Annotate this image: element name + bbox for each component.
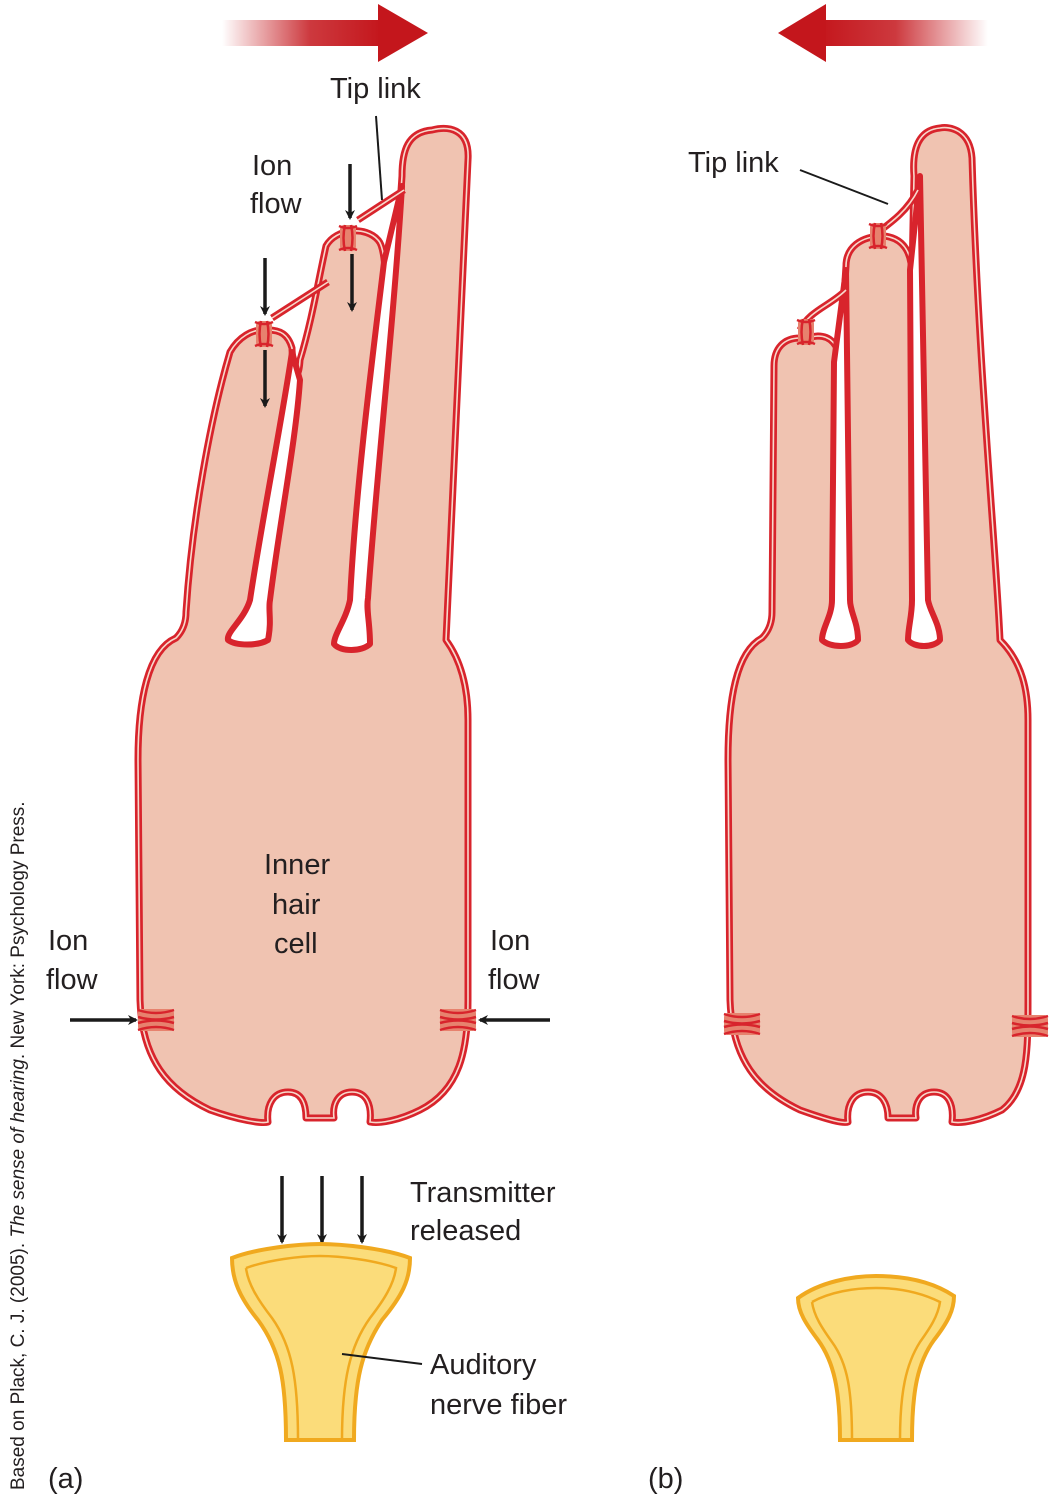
stereocilia-gap-a1	[224, 349, 303, 648]
source-credit: Based on Plack, C. J. (2005). The sense …	[8, 801, 29, 1490]
panel-a-label: (a)	[48, 1463, 83, 1495]
tip-channel-a1	[253, 319, 275, 349]
side-channel-b-right	[1010, 1013, 1050, 1039]
auditory-nerve-fiber-b	[795, 1273, 957, 1442]
side-channel-a-right	[438, 1007, 478, 1033]
ion-flow-left-label-line2: flow	[46, 964, 99, 996]
transmitter-arrows	[277, 1176, 367, 1244]
tip-channel-b1	[795, 317, 817, 347]
tip-channel-a2	[337, 223, 359, 253]
stimulus-arrow-right	[222, 4, 428, 62]
inner-hair-cell-label-line1: Inner	[264, 849, 330, 881]
hair-cell-a	[134, 124, 472, 1126]
hair-cell-b	[724, 124, 1032, 1126]
ion-flow-top-label-line1: Ion	[252, 150, 292, 182]
inner-hair-cell-label-line2: hair	[272, 889, 321, 921]
ion-flow-right-label-line2: flow	[488, 964, 541, 996]
auditory-nerve-fiber-a	[229, 1241, 413, 1442]
tip-link-label-b: Tip link	[688, 147, 779, 179]
transmitter-label-line2: released	[410, 1215, 521, 1247]
tip-links-a	[270, 187, 406, 321]
auditory-nerve-label-line1: Auditory	[430, 1349, 537, 1381]
nerve-leader-a	[341, 1353, 423, 1365]
tip-link-label-a: Tip link	[330, 73, 421, 105]
stereocilia-gap-b2	[905, 173, 943, 649]
hair-cell-b-outline	[724, 124, 1032, 1126]
ion-flow-right-label-line1: Ion	[490, 925, 530, 957]
stereocilia-gap-b1	[819, 267, 861, 649]
side-channel-a-left	[136, 1007, 176, 1033]
tip-link-leader-b	[799, 169, 889, 205]
tip-link-leader-a	[375, 115, 383, 201]
ion-flow-left-label-line1: Ion	[48, 925, 88, 957]
hair-cell-a-outline	[134, 124, 472, 1126]
stimulus-arrow-left	[778, 4, 988, 62]
auditory-nerve-label-line2: nerve fiber	[430, 1389, 567, 1421]
stereocilia-gap-a2	[331, 183, 405, 653]
inner-hair-cell-label-line3: cell	[274, 928, 318, 960]
side-channel-b-left	[722, 1011, 762, 1037]
ion-flow-top-label-line2: flow	[250, 188, 303, 220]
tip-channel-b2	[867, 221, 889, 251]
panel-b-label: (b)	[648, 1463, 683, 1495]
tip-ion-arrows-a	[260, 164, 357, 408]
transmitter-label-line1: Transmitter	[410, 1177, 556, 1209]
